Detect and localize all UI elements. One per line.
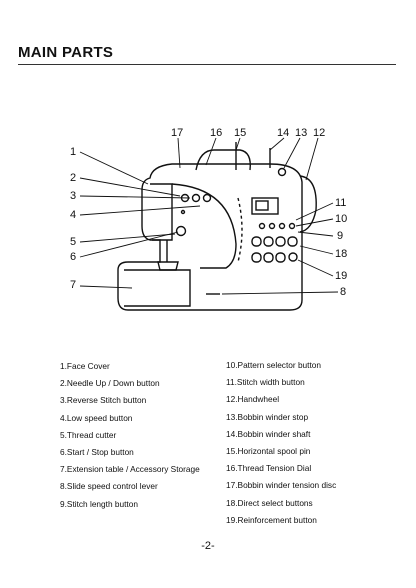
part-item: 7.Extension table / Accessory Storage	[60, 464, 200, 475]
callout-10: 10	[335, 213, 348, 225]
callout-7: 7	[70, 279, 77, 291]
part-item: 17.Bobbin winder tension disc	[226, 480, 337, 491]
callout-4: 4	[70, 209, 77, 221]
page-number: -2-	[201, 540, 215, 552]
part-item: 9.Stitch length button	[60, 498, 138, 509]
start-stop-button-circle	[175, 225, 187, 237]
part-item: 8.Slide speed control lever	[60, 481, 158, 492]
free-arm	[124, 269, 191, 307]
callout-5: 5	[70, 236, 77, 248]
parts-list-left: 1.Face Cover 2.Needle Up / Down button 3…	[60, 358, 200, 513]
presser-foot	[157, 261, 179, 271]
callout-3: 3	[70, 190, 77, 202]
callout-16: 16	[210, 127, 223, 139]
part-item: 15.Horizontal spool pin	[226, 446, 311, 457]
callout-17: 17	[171, 127, 184, 139]
callout-19: 19	[335, 270, 348, 282]
title-underline	[18, 64, 396, 65]
stitch-display	[255, 200, 269, 211]
callout-14: 14	[277, 127, 290, 139]
part-item: 1.Face Cover	[60, 361, 110, 371]
callout-11: 11	[335, 197, 347, 209]
callout-1: 1	[70, 146, 77, 158]
callout-12: 12	[313, 127, 326, 139]
callout-15: 15	[234, 127, 247, 139]
part-item: 6.Start / Stop button	[60, 447, 134, 458]
sewing-machine-diagram	[79, 137, 339, 311]
front-panel	[171, 183, 237, 269]
part-item: 13.Bobbin winder stop	[226, 411, 309, 422]
part-item: 18.Direct select buttons	[226, 497, 313, 508]
part-item: 2.Needle Up / Down button	[60, 378, 160, 389]
bobbin-winder-stop	[277, 167, 287, 177]
callout-6: 6	[70, 251, 77, 263]
part-item: 4.Low speed button	[60, 412, 133, 423]
carry-handle	[195, 149, 251, 171]
callout-13: 13	[295, 127, 308, 139]
face-cover	[150, 183, 173, 241]
callout-2: 2	[70, 172, 77, 184]
display-panel	[251, 197, 279, 215]
handwheel	[299, 175, 317, 233]
part-item: 16.Thread Tension Dial	[226, 463, 312, 474]
page-title: MAIN PARTS	[18, 44, 114, 61]
part-item: 3.Reverse Stitch button	[60, 395, 147, 406]
parts-list-right: 10.Pattern selector button 11.Stitch wid…	[226, 357, 336, 529]
part-item: 12.Handwheel	[226, 394, 280, 405]
part-item: 11.Stitch width button	[226, 377, 305, 388]
part-item: 5.Thread cutter	[60, 429, 117, 440]
machine-body-outline	[117, 163, 303, 311]
part-item: 10.Pattern selector button	[226, 360, 322, 370]
callout-8: 8	[340, 286, 347, 298]
callout-18: 18	[335, 248, 348, 260]
part-item: 14.Bobbin winder shaft	[226, 428, 311, 439]
callout-9: 9	[337, 230, 344, 242]
part-item: 19.Reinforcement button	[226, 514, 317, 525]
